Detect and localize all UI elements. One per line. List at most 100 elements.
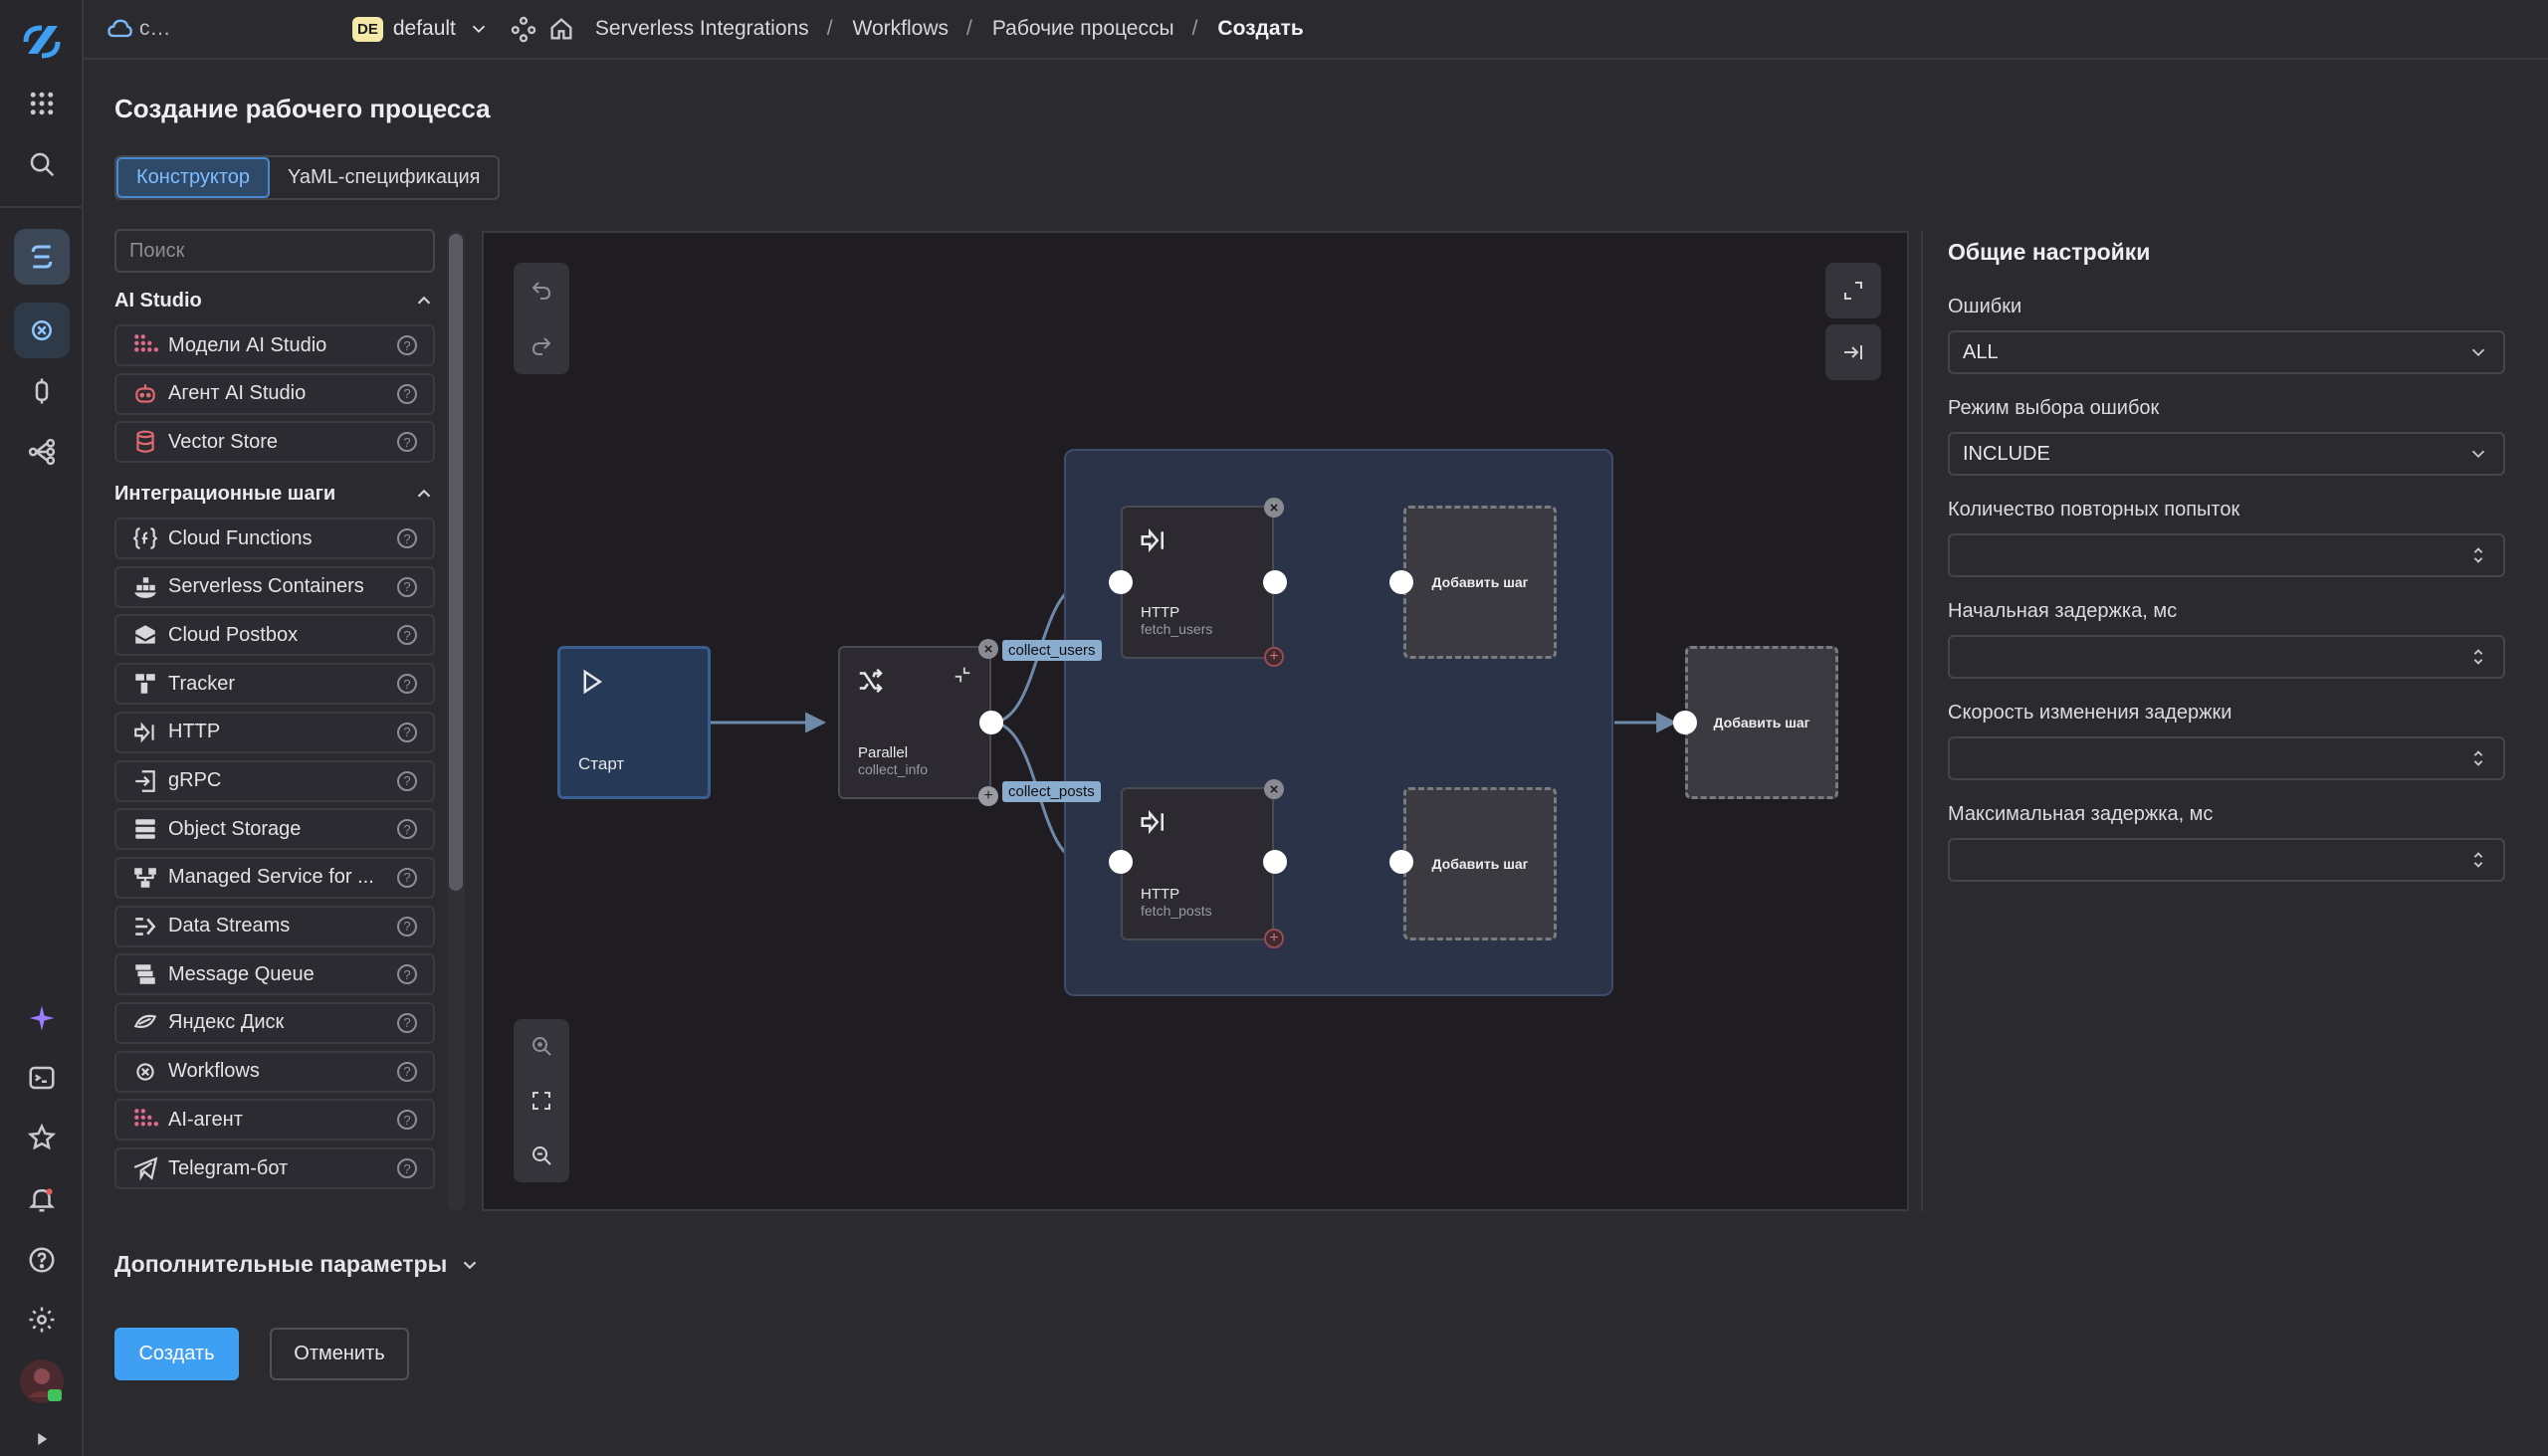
panel-divider[interactable] — [1921, 231, 1923, 1211]
stepper-icon[interactable] — [2467, 544, 2489, 566]
collapse-icon[interactable] — [952, 664, 973, 686]
palette-item[interactable]: Яндекс Диск? — [114, 1001, 435, 1044]
help-circle-icon[interactable]: ? — [397, 335, 417, 355]
start-node[interactable]: Старт — [557, 646, 711, 799]
hierarchy-icon[interactable] — [510, 15, 537, 43]
palette-item[interactable]: AI-агент? — [114, 1099, 435, 1142]
ai-assistant-icon[interactable] — [14, 990, 70, 1046]
section-ai-studio[interactable]: AI Studio — [114, 277, 435, 324]
create-button[interactable]: Создать — [114, 1328, 239, 1380]
add-step-placeholder[interactable]: Добавить шаг — [1685, 646, 1838, 799]
help-circle-icon[interactable]: ? — [397, 528, 417, 549]
help-circle-icon[interactable]: ? — [397, 964, 417, 985]
folder-name[interactable]: default — [392, 17, 456, 40]
palette-item[interactable]: Serverless Containers? — [114, 565, 435, 608]
settings-select[interactable]: INCLUDE — [1948, 432, 2505, 476]
palette-item[interactable]: Object Storage? — [114, 808, 435, 851]
workflow-canvas[interactable]: Старт Parallel collect_info × + collect_… — [482, 231, 1909, 1211]
delete-step-icon[interactable]: × — [1264, 498, 1284, 518]
help-circle-icon[interactable]: ? — [397, 432, 417, 453]
input-port[interactable] — [1389, 570, 1413, 594]
palette-item[interactable]: Managed Service for ...? — [114, 856, 435, 899]
terminal-icon[interactable] — [14, 1050, 70, 1106]
stepper-icon[interactable] — [2467, 747, 2489, 769]
palette-item[interactable]: Модели AI Studio? — [114, 324, 435, 366]
settings-number-input[interactable] — [1948, 533, 2505, 577]
palette-item[interactable]: Data Streams? — [114, 905, 435, 947]
home-icon[interactable] — [547, 15, 575, 43]
zoom-out-icon[interactable] — [530, 1144, 553, 1167]
breadcrumb-serverless-integrations[interactable]: Serverless Integrations — [594, 17, 809, 40]
help-circle-icon[interactable]: ? — [397, 916, 417, 936]
help-circle-icon[interactable]: ? — [397, 1158, 417, 1178]
cloud-name[interactable]: c… — [139, 17, 171, 40]
palette-scrollbar-thumb[interactable] — [449, 234, 463, 891]
apps-grid-icon[interactable] — [14, 76, 70, 131]
serverless-integrations-icon[interactable] — [14, 229, 70, 285]
favorites-star-icon[interactable] — [14, 1110, 70, 1165]
help-icon[interactable] — [14, 1232, 70, 1288]
advanced-params-toggle[interactable]: Дополнительные параметры — [114, 1251, 481, 1278]
settings-number-input[interactable] — [1948, 736, 2505, 780]
palette-item[interactable]: Vector Store? — [114, 421, 435, 464]
help-circle-icon[interactable]: ? — [397, 722, 417, 742]
palette-item[interactable]: Workflows? — [114, 1050, 435, 1093]
stepper-icon[interactable] — [2467, 849, 2489, 871]
collapse-panel-button[interactable] — [1825, 324, 1881, 380]
event-router-icon[interactable] — [14, 424, 70, 480]
delete-step-icon[interactable]: × — [1264, 779, 1284, 799]
fit-view-icon[interactable] — [530, 1089, 553, 1113]
parallel-node[interactable]: Parallel collect_info — [838, 646, 991, 799]
palette-item[interactable]: Агент AI Studio? — [114, 372, 435, 415]
chevron-up-icon[interactable] — [413, 290, 435, 312]
help-circle-icon[interactable]: ? — [397, 674, 417, 695]
zoom-in-icon[interactable] — [530, 1034, 553, 1058]
cancel-button[interactable]: Отменить — [270, 1328, 409, 1380]
http-node-fetch-users[interactable]: HTTP fetch_users — [1121, 506, 1274, 659]
chevron-down-icon[interactable] — [468, 18, 490, 40]
palette-item[interactable]: gRPC? — [114, 759, 435, 802]
add-branch-icon[interactable]: + — [978, 786, 998, 806]
input-port[interactable] — [1109, 570, 1133, 594]
fullscreen-button[interactable] — [1825, 263, 1881, 318]
help-circle-icon[interactable]: ? — [397, 625, 417, 646]
palette-item[interactable]: Tracker? — [114, 663, 435, 706]
add-catch-icon[interactable]: + — [1264, 929, 1284, 948]
input-port[interactable] — [1109, 850, 1133, 874]
palette-search-input[interactable]: Поиск — [114, 229, 435, 273]
output-port[interactable] — [1263, 570, 1287, 594]
help-circle-icon[interactable]: ? — [397, 383, 417, 404]
help-circle-icon[interactable]: ? — [397, 576, 417, 597]
help-circle-icon[interactable]: ? — [397, 867, 417, 888]
output-port[interactable] — [1263, 850, 1287, 874]
brand-logo-icon[interactable] — [14, 14, 70, 70]
output-port[interactable] — [979, 711, 1003, 734]
user-avatar[interactable] — [14, 1353, 70, 1409]
input-port[interactable] — [1673, 711, 1697, 734]
settings-select[interactable]: ALL — [1948, 330, 2505, 374]
palette-item[interactable]: HTTP? — [114, 711, 435, 753]
section-integration-steps[interactable]: Интеграционные шаги — [114, 470, 435, 518]
palette-item[interactable]: Message Queue? — [114, 953, 435, 996]
input-port[interactable] — [1389, 850, 1413, 874]
tab-yaml-spec[interactable]: YaML-спецификация — [288, 166, 481, 188]
expand-rail-icon[interactable] — [14, 1421, 70, 1456]
undo-icon[interactable] — [530, 279, 553, 303]
help-circle-icon[interactable]: ? — [397, 1110, 417, 1131]
tab-constructor[interactable]: Конструктор — [116, 157, 271, 198]
palette-item[interactable]: Telegram-бот? — [114, 1147, 435, 1189]
settings-gear-icon[interactable] — [14, 1292, 70, 1348]
stepper-icon[interactable] — [2467, 646, 2489, 668]
breadcrumb-workflows[interactable]: Workflows — [852, 17, 949, 40]
api-gateway-icon[interactable] — [14, 363, 70, 419]
remove-branch-icon[interactable]: × — [978, 639, 998, 659]
help-circle-icon[interactable]: ? — [397, 819, 417, 840]
search-icon[interactable] — [14, 136, 70, 192]
add-step-placeholder[interactable]: Добавить шаг — [1403, 506, 1557, 659]
add-catch-icon[interactable]: + — [1264, 647, 1284, 667]
breadcrumb-workflow-processes[interactable]: Рабочие процессы — [991, 17, 1174, 40]
help-circle-icon[interactable]: ? — [397, 770, 417, 791]
add-step-placeholder[interactable]: Добавить шаг — [1403, 787, 1557, 940]
settings-number-input[interactable] — [1948, 838, 2505, 882]
chevron-up-icon[interactable] — [413, 483, 435, 505]
